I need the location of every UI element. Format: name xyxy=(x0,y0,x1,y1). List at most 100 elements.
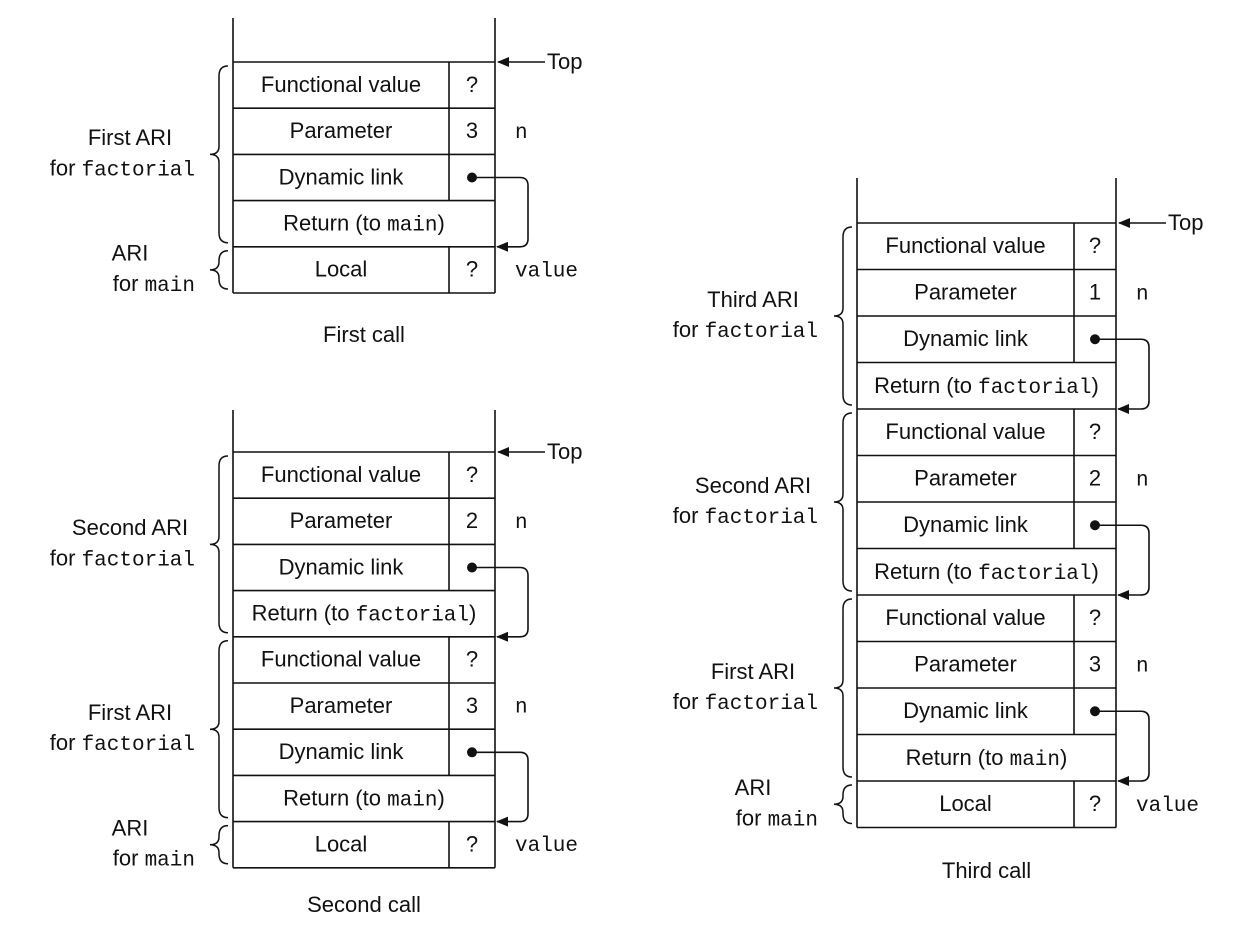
diagram-caption: Third call xyxy=(942,858,1031,883)
stack-cell: Dynamic link xyxy=(279,554,477,579)
cell-value: ? xyxy=(1089,605,1101,630)
cell-name: n xyxy=(1136,469,1149,492)
return-prefix: Return (to xyxy=(283,211,387,236)
group-function: factorial xyxy=(82,734,195,757)
cell-label: Dynamic link xyxy=(903,326,1029,351)
group-for: for xyxy=(673,317,705,342)
cell-value: ? xyxy=(466,832,478,857)
cell-value: ? xyxy=(466,257,478,282)
cell-name: value xyxy=(515,835,578,858)
group-for: for xyxy=(50,155,82,180)
return-target: main xyxy=(387,214,437,237)
group-brace xyxy=(209,250,229,290)
group-function: main xyxy=(145,274,195,297)
group-for: for xyxy=(113,846,145,871)
group-label-line1: First ARI xyxy=(711,659,795,684)
return-target: main xyxy=(387,789,437,812)
stack-cell: Functional value? xyxy=(885,419,1101,444)
stack-cell: Dynamic link xyxy=(279,164,477,189)
dynamic-link-arrow xyxy=(472,176,529,252)
return-suffix: ) xyxy=(469,601,476,626)
group-function: main xyxy=(768,809,818,832)
return-suffix: ) xyxy=(1060,745,1067,770)
stack-cell: Local?value xyxy=(939,791,1199,818)
stack-cell: Dynamic link xyxy=(279,739,477,764)
stack-cell: Dynamic link xyxy=(903,326,1100,351)
cell-label: Functional value xyxy=(261,72,421,97)
dynamic-link-arrow xyxy=(1095,710,1150,786)
group-label-line1: Second ARI xyxy=(695,473,811,498)
group-label-line1: ARI xyxy=(112,241,149,266)
group-brace xyxy=(833,784,853,825)
dynamic-link-arrow xyxy=(1095,338,1150,414)
cell-label: Local xyxy=(315,257,368,282)
cell-value: 3 xyxy=(466,693,478,718)
return-address-label: Return (to main) xyxy=(283,785,445,812)
top-label: Top xyxy=(1168,210,1203,235)
return-address-label: Return (to factorial) xyxy=(874,373,1099,400)
cell-value: ? xyxy=(1089,419,1101,444)
group-function: factorial xyxy=(705,321,818,344)
group-brace xyxy=(833,226,853,406)
return-target: factorial xyxy=(978,376,1091,399)
group-label-line1: Third ARI xyxy=(707,287,799,312)
cell-label: Dynamic link xyxy=(279,164,405,189)
group-for: for xyxy=(673,689,705,714)
group-brace xyxy=(209,640,229,819)
dynamic-link-arrow xyxy=(1095,524,1150,600)
cell-label: Parameter xyxy=(290,118,393,143)
stack-cell: Functional value? xyxy=(261,462,478,487)
group-function: factorial xyxy=(705,507,818,530)
cell-value: ? xyxy=(1089,791,1101,816)
cell-label: Functional value xyxy=(885,233,1045,258)
return-target: main xyxy=(1010,748,1060,771)
cell-label: Parameter xyxy=(290,693,393,718)
stack-cell: Functional value? xyxy=(885,233,1101,258)
group-function: factorial xyxy=(82,549,195,572)
stack-cell: Parameter 3 n xyxy=(290,118,528,145)
stack-cell: Return (to factorial) xyxy=(874,559,1099,586)
group-label-line2: for factorial xyxy=(50,545,195,572)
group-label-line1: ARI xyxy=(112,816,149,841)
cell-label: Dynamic link xyxy=(279,554,405,579)
group-brace xyxy=(833,598,853,778)
cell-name: n xyxy=(1136,283,1149,306)
stack-cell: Return (to main) xyxy=(283,211,445,238)
return-target: factorial xyxy=(978,562,1091,585)
cell-name: n xyxy=(1136,655,1149,678)
diagram-caption: First call xyxy=(323,322,405,347)
cell-label: Dynamic link xyxy=(903,512,1029,537)
stack-cell: Functional value? xyxy=(261,647,478,672)
return-prefix: Return (to xyxy=(906,745,1010,770)
group-label-line2: for main xyxy=(113,271,195,298)
cell-label: Dynamic link xyxy=(903,698,1029,723)
return-prefix: Return (to xyxy=(283,785,387,810)
cell-value: 3 xyxy=(466,118,478,143)
cell-label: Parameter xyxy=(914,466,1017,491)
group-for: for xyxy=(50,730,82,755)
return-address-label: Return (to factorial) xyxy=(252,601,477,628)
stack-cell: Local? value xyxy=(315,257,578,284)
stack-cell: Local?value xyxy=(315,832,578,859)
group-function: factorial xyxy=(82,159,195,182)
cell-name: n xyxy=(515,122,528,145)
return-target: factorial xyxy=(356,604,469,627)
cell-name: value xyxy=(515,260,578,283)
return-prefix: Return (to xyxy=(874,373,978,398)
cell-label: Local xyxy=(939,791,992,816)
cell-label: Functional value xyxy=(885,419,1045,444)
diagram-caption: Second call xyxy=(307,892,421,917)
return-suffix: ) xyxy=(1092,373,1099,398)
group-label-line1: First ARI xyxy=(88,700,172,725)
group-label-line1: Second ARI xyxy=(72,515,188,540)
